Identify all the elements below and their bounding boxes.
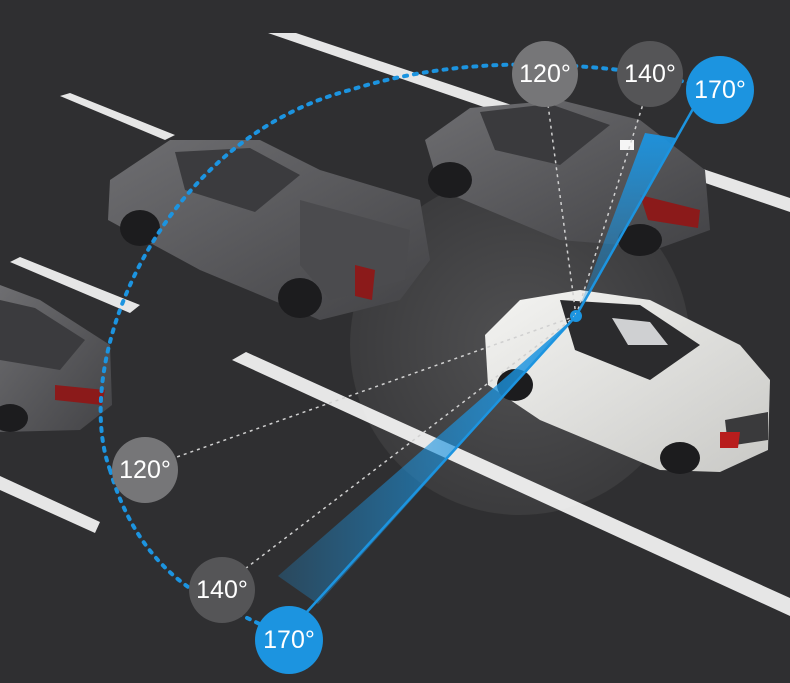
lane-line-mid-left: [10, 257, 140, 313]
beam-170-lower: [278, 316, 576, 604]
angle-badge-120-lower-text: 120°: [119, 456, 171, 484]
angle-badge-140-upper: 140°: [617, 41, 683, 107]
guide-120-lower: [139, 315, 577, 471]
angle-badge-140-upper-text: 140°: [624, 60, 676, 88]
gray-sedan-left: [0, 285, 112, 432]
guide-120-upper: [544, 81, 577, 317]
beam-line-lower: [294, 315, 577, 626]
angle-badge-170-lower-text: 170°: [263, 626, 315, 654]
gray-sedan-top: [425, 100, 710, 256]
guide-140-upper: [575, 81, 651, 317]
angle-badge-120-upper: 120°: [512, 41, 578, 107]
angle-badge-120-lower: 120°: [112, 437, 178, 503]
gray-pickup: [108, 140, 430, 320]
angle-badge-170-upper: 170°: [686, 56, 754, 124]
angle-badge-120-upper-text: 120°: [519, 60, 571, 88]
angle-badge-140-lower: 140°: [189, 557, 255, 623]
angle-guide-lines: [139, 81, 651, 589]
guide-140-lower: [219, 315, 577, 589]
beam-line-upper: [574, 99, 700, 317]
angle-badge-170-upper-text: 170°: [694, 76, 746, 104]
angle-badge-140-lower-text: 140°: [196, 576, 248, 604]
lane-line-upper-left: [60, 93, 175, 140]
angle-badge-170-lower: 170°: [255, 606, 323, 674]
lane-line-lower-left: [0, 476, 100, 533]
